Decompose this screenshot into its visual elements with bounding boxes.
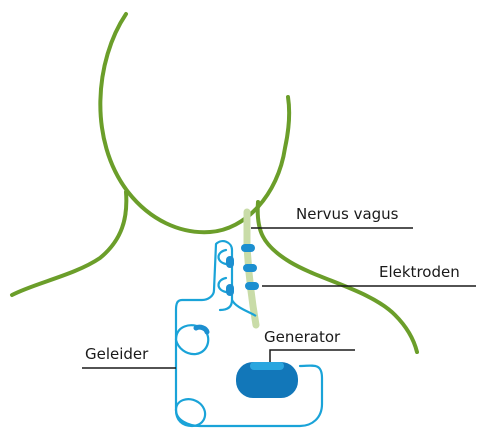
electrode-clip-1 (226, 256, 234, 268)
nervus-vagus-label: Nervus vagus (296, 207, 399, 222)
electrode-3 (245, 282, 259, 290)
left-shoulder-outline (12, 192, 126, 295)
electrode-2 (243, 264, 257, 272)
generator-header (250, 362, 284, 370)
electrode-clip-2 (226, 284, 234, 296)
lead-wire-loop-lower (176, 399, 205, 426)
generator-leader (270, 350, 355, 362)
geleider-label: Geleider (85, 347, 148, 362)
lead-wire-connector (196, 327, 207, 332)
electrode-1 (241, 244, 255, 252)
generator-label: Generator (264, 330, 340, 345)
head-outline (100, 14, 289, 232)
elektroden-label: Elektroden (379, 265, 460, 280)
